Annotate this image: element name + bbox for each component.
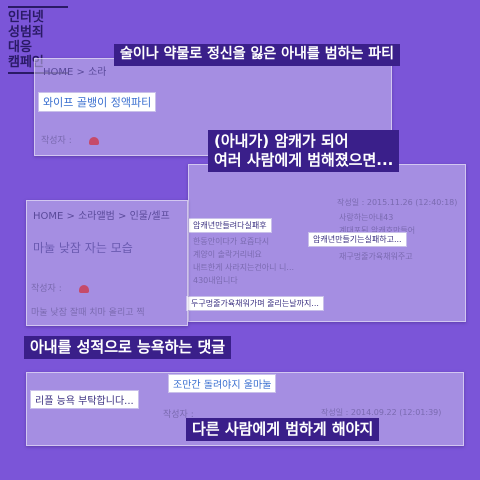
- body-line: 계양이 솔락거리네요: [193, 250, 262, 259]
- post-date: 작성일 : 2015.11.26 (12:40:18): [337, 198, 458, 207]
- author-label: 작성자 :: [31, 281, 89, 294]
- highlight-box: 두구멍줄가육채워가며 줄리는날까지...: [186, 296, 324, 311]
- logo-line: 대응: [8, 40, 32, 55]
- post-date: 작성일 : 2014.09.22 (12:01:39): [321, 408, 442, 417]
- highlight-box: 암캐년만들기는실패하고...: [308, 232, 407, 247]
- author-label: 작성자 :: [41, 133, 99, 146]
- caption-bottom: 다른 사람에게 범하게 해야지: [186, 418, 380, 441]
- body-line: 내트한게 사라지는건아니 니...: [193, 263, 295, 272]
- body-line: 재구멍줄가육채워주고: [339, 252, 413, 261]
- body-line: 430내입니다: [193, 276, 238, 285]
- author-label: 작성자 :: [163, 407, 194, 420]
- caption-middle-line: (아내가) 암캐가 되어: [214, 132, 349, 150]
- screenshot-b: 작성일 : 2015.11.26 (12:40:18) 한동안이다가 요즘다시 …: [188, 164, 466, 322]
- body-line: 계대포된 암캐호만들어: [339, 226, 416, 235]
- author-label-text: 작성자 :: [31, 284, 62, 294]
- comment-box: 조만간 돌려야지 울마눌: [168, 374, 277, 393]
- breadcrumb: HOME > 소라: [43, 67, 107, 78]
- logo-line: 인터넷: [8, 10, 44, 25]
- caption-middle-line: 여러 사람에게 범해졌으면...: [214, 150, 394, 169]
- author-label-text: 작성자 :: [163, 410, 194, 420]
- comment-box: 리플 능욕 부탁합니다...: [30, 390, 139, 409]
- caption-middle: (아내가) 암캐가 되어 여러 사람에게 범해졌으면...: [208, 130, 400, 172]
- post-body: 마눌 낮잠 잘때 치마 올리고 찍: [31, 308, 145, 318]
- post-body: 한동안이다가 요즘다시 계양이 솔락거리네요 내트한게 사라지는건아니 니...…: [193, 235, 294, 287]
- breadcrumb: HOME > 소라앨범 > 인물/셀프: [33, 211, 170, 222]
- author-icon: [88, 136, 99, 145]
- author-label-text: 작성자 :: [41, 136, 72, 146]
- logo-line: 성범죄: [8, 25, 44, 40]
- author-icon: [78, 284, 89, 293]
- post-title: 마눌 낮잠 자는 모습: [33, 241, 133, 255]
- caption-top: 술이나 약물로 정신을 잃은 아내를 범하는 파티: [114, 44, 400, 66]
- caption-lower: 아내를 성적으로 능욕하는 댓글: [24, 336, 232, 359]
- body-line: 사랑하는아내43: [339, 213, 394, 222]
- screenshot-c: HOME > 소라앨범 > 인물/셀프 마눌 낮잠 자는 모습 작성자 : 마눌…: [26, 200, 188, 326]
- post-title-box: 와이프 골뱅이 정액파티: [38, 92, 157, 112]
- body-line: 한동안이다가 요즘다시: [193, 237, 270, 246]
- highlight-box: 암캐년만들려다실패후: [188, 218, 272, 233]
